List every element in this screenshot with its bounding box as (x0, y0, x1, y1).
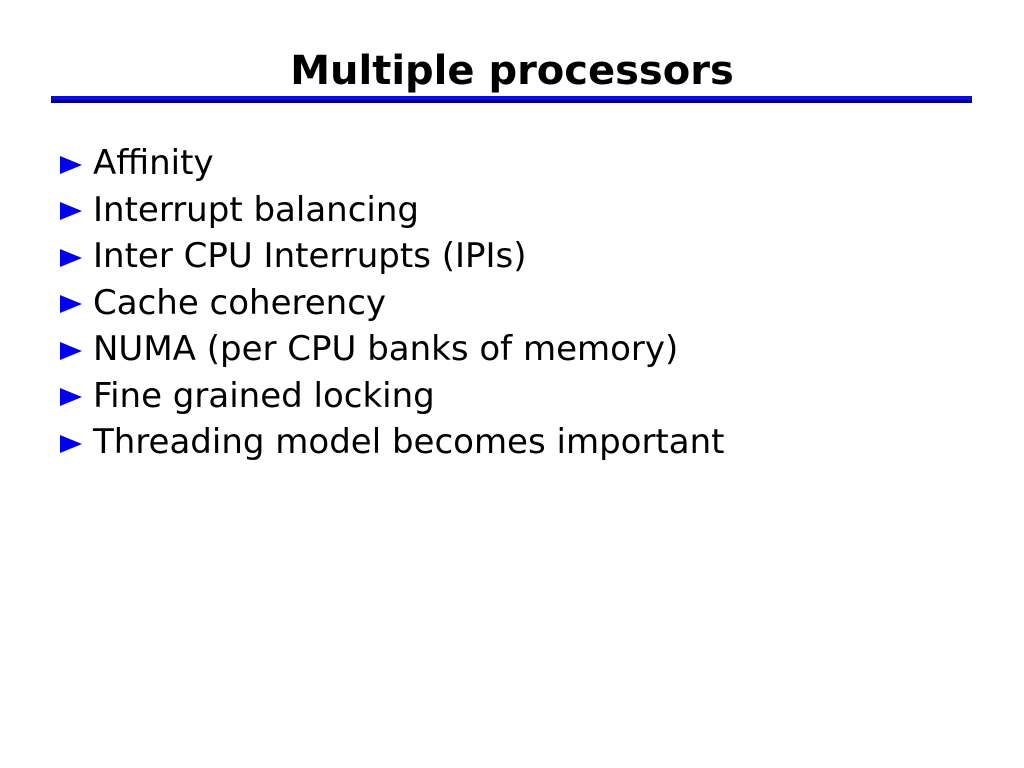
triangle-bullet-icon (60, 388, 82, 407)
triangle-bullet-icon (60, 202, 82, 221)
list-item: Cache coherency (60, 280, 724, 327)
triangle-bullet-icon (60, 434, 82, 453)
list-item-text: Interrupt balancing (93, 189, 419, 230)
triangle-bullet-icon (60, 155, 82, 174)
bullet-list: Affinity Interrupt balancing Inter CPU I… (60, 140, 724, 466)
list-item: Fine grained locking (60, 373, 724, 420)
list-item-text: Threading model becomes important (93, 422, 725, 462)
list-item: NUMA (per CPU banks of memory) (60, 326, 724, 373)
list-item-text: Fine grained locking (93, 375, 435, 416)
list-item: Inter CPU Interrupts (IPIs) (60, 233, 724, 280)
triangle-bullet-icon (60, 341, 82, 360)
list-item: Threading model becomes important (60, 419, 724, 466)
triangle-bullet-icon (60, 248, 82, 267)
title-underline-rule (51, 96, 972, 103)
slide-title: Multiple processors (290, 48, 734, 94)
triangle-bullet-icon (60, 295, 82, 314)
list-item: Interrupt balancing (60, 187, 724, 234)
list-item-text: Affinity (93, 143, 214, 183)
list-item-text: Inter CPU Interrupts (IPIs) (93, 236, 527, 276)
list-item: Affinity (60, 140, 724, 187)
list-item-text: NUMA (per CPU banks of memory) (93, 329, 679, 369)
list-item-text: Cache coherency (93, 282, 387, 323)
